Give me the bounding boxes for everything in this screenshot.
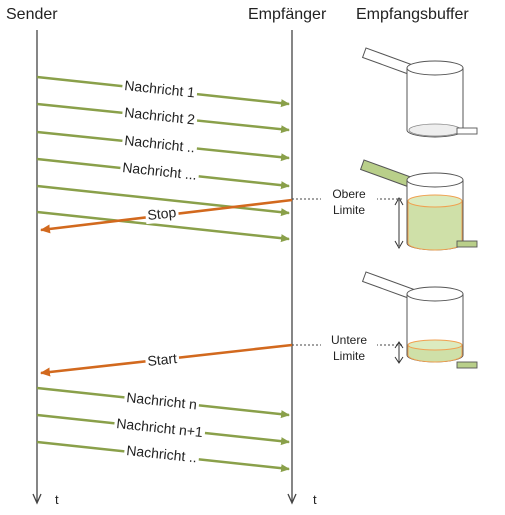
message-label-4: Nachricht ... xyxy=(122,159,198,183)
start-label: Start xyxy=(147,350,178,369)
lower-limit-text: Untere Limite xyxy=(330,333,368,363)
buffer-empty xyxy=(361,47,478,138)
upper-limit-text: Obere Limite xyxy=(332,187,366,217)
message-label-2: Nachricht 2 xyxy=(124,104,196,127)
buffer-full xyxy=(359,159,478,251)
message-label-last: Nachricht .. xyxy=(126,442,198,465)
message-label-1: Nachricht 1 xyxy=(124,77,196,100)
sender-time-label: t xyxy=(55,492,59,507)
message-arrow-6 xyxy=(36,210,290,243)
stop-label: Stop xyxy=(147,204,178,223)
message-arrow-5 xyxy=(36,184,290,217)
buffer-header: Empfangsbuffer xyxy=(356,6,469,23)
sender-header: Sender xyxy=(6,6,58,23)
message-label-3: Nachricht .. xyxy=(124,132,196,155)
message-label-n: Nachricht n xyxy=(126,389,198,412)
lower-limit-label: Untere Limite xyxy=(321,332,377,364)
receiver-header: Empfänger xyxy=(248,6,327,23)
upper-limit-label: Obere Limite xyxy=(321,186,377,218)
receiver-time-label: t xyxy=(313,492,317,507)
buffer-low xyxy=(361,271,478,369)
